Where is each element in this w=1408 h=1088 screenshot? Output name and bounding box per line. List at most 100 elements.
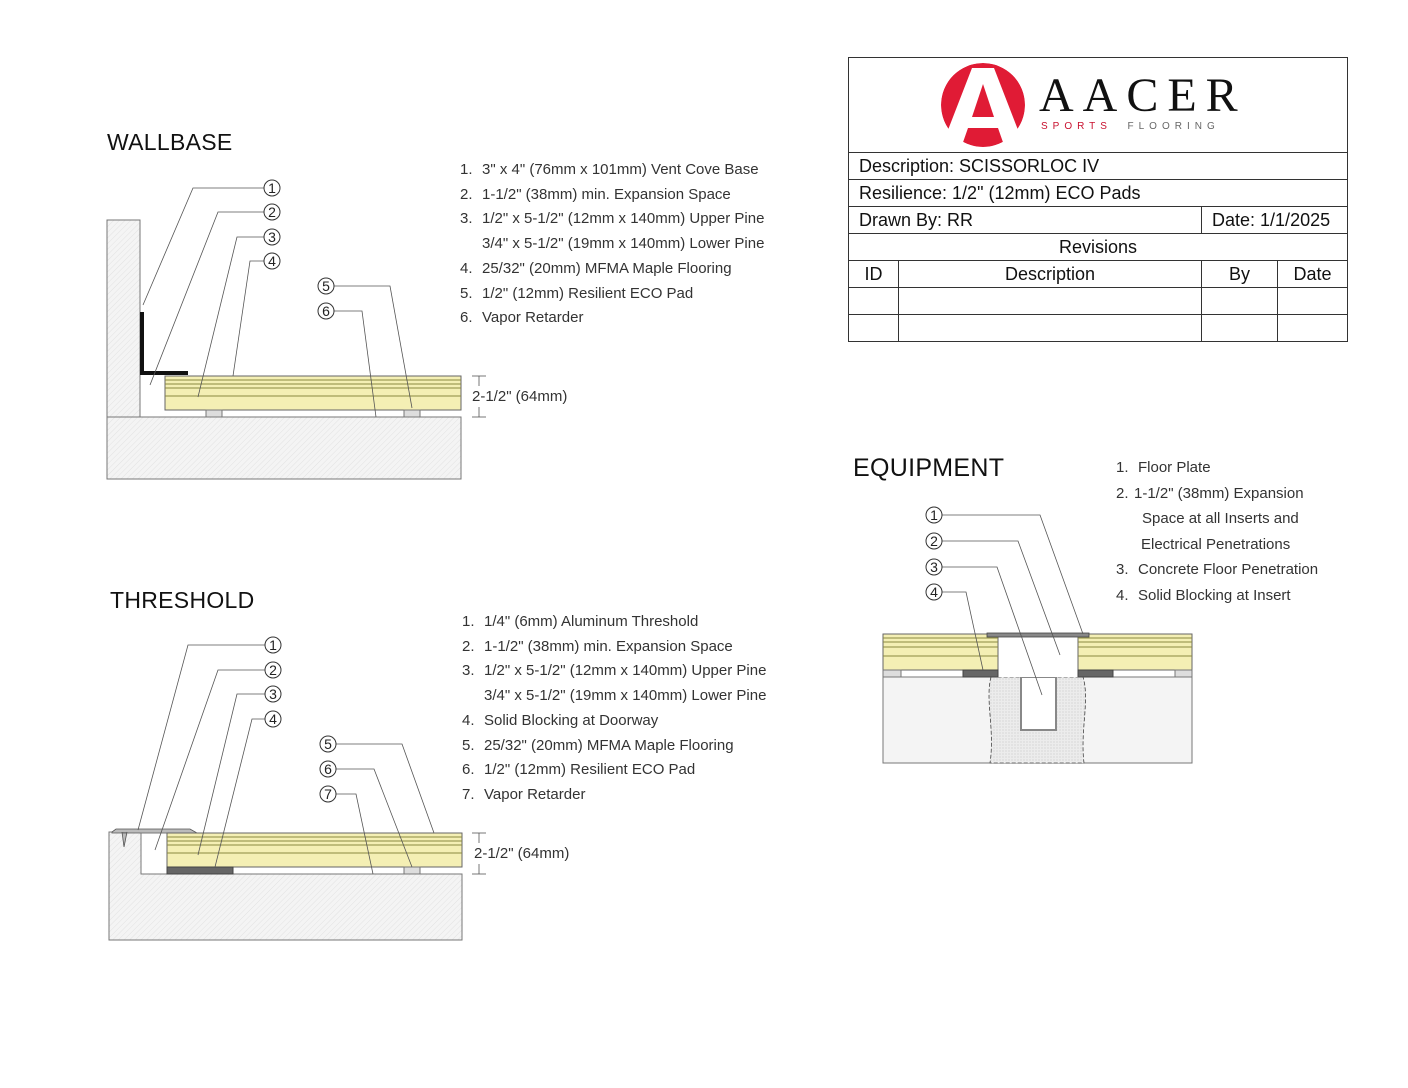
eco-pad (882, 669, 902, 678)
callout-3: 3 (263, 228, 281, 246)
logo: AACER SPORTS FLOORING (848, 57, 1348, 153)
threshold-detail: 1 2 3 4 5 6 7 (108, 636, 486, 941)
equipment-legend: 1.Floor Plate 2.1-1/2" (38mm) Expansion … (1116, 455, 1318, 609)
solid-blocking (1077, 669, 1114, 678)
legend-item: 3/4" x 5-1/2" (19mm x 140mm) Lower Pine (484, 687, 767, 705)
threshold-title: THRESHOLD (110, 587, 255, 613)
expansion-space (998, 636, 1078, 677)
threshold-callouts: 1 2 3 4 5 6 7 (264, 636, 337, 803)
brand-tagline: SPORTS FLOORING (1041, 121, 1220, 132)
dimension-mark (472, 375, 486, 418)
eco-pad (205, 409, 223, 418)
callout-1: 1 (264, 636, 282, 654)
svg-text:3: 3 (268, 229, 276, 245)
maple-flooring-left (882, 633, 999, 671)
svg-text:7: 7 (324, 786, 332, 802)
wallbase-legend: 1.3" x 4" (76mm x 101mm) Vent Cove Base … (460, 158, 764, 331)
callout-6: 6 (317, 302, 335, 320)
revisions-header: Revisions (848, 233, 1348, 261)
callout-4: 4 (925, 583, 943, 601)
svg-text:2: 2 (269, 662, 277, 678)
legend-item: 4.Solid Blocking at Doorway (462, 711, 659, 729)
svg-text:4: 4 (269, 711, 277, 727)
maple-flooring-right (1077, 633, 1193, 671)
callout-2: 2 (263, 203, 281, 221)
callout-7: 7 (319, 785, 337, 803)
legend-item: 6.Vapor Retarder (460, 309, 584, 327)
callout-5: 5 (317, 277, 335, 295)
svg-text:5: 5 (324, 736, 332, 752)
floor-plate (986, 632, 1090, 638)
svg-text:4: 4 (268, 253, 276, 269)
column-id: ID (848, 260, 899, 288)
threshold-legend: 1.1/4" (6mm) Aluminum Threshold 2.1-1/2"… (462, 610, 766, 808)
svg-text:2: 2 (930, 533, 938, 549)
equipment-title: EQUIPMENT (853, 454, 1005, 482)
callout-6: 6 (319, 760, 337, 778)
drawn-by-field: Drawn By: RR (847, 206, 1203, 234)
svg-text:6: 6 (324, 761, 332, 777)
threshold-dimension: 2-1/2" (64mm) (474, 845, 570, 862)
legend-item: Space at all Inserts and (1142, 510, 1299, 528)
wallbase-callouts: 1 2 3 4 5 6 (263, 179, 335, 320)
wall (106, 219, 141, 418)
legend-item: 6.1/2" (12mm) Resilient ECO Pad (462, 761, 696, 779)
equipment-callouts: 1 2 3 4 (925, 506, 943, 601)
svg-text:3: 3 (930, 559, 938, 575)
legend-item: 1.1/4" (6mm) Aluminum Threshold (462, 613, 699, 630)
description-field: Description: SCISSORLOC IV (848, 152, 1348, 180)
svg-text:6: 6 (322, 303, 330, 319)
legend-item: 4.25/32" (20mm) MFMA Maple Flooring (460, 259, 732, 277)
legend-item: 4.Solid Blocking at Insert (1116, 586, 1291, 604)
solid-blocking (962, 669, 999, 678)
eco-pad (403, 409, 421, 418)
expansion-space (140, 832, 168, 875)
callout-4: 4 (263, 252, 281, 270)
revision-row (848, 287, 1349, 315)
column-by: By (1201, 260, 1278, 288)
legend-item: 3/4" x 5-1/2" (19mm x 140mm) Lower Pine (482, 235, 765, 253)
aacer-a-logo-icon (939, 62, 1027, 148)
svg-text:4: 4 (930, 584, 938, 600)
callout-3: 3 (264, 685, 282, 703)
revision-row (848, 314, 1349, 342)
legend-item: 3.1/2" x 5-1/2" (12mm x 140mm) Upper Pin… (460, 210, 765, 228)
callout-1: 1 (263, 179, 281, 197)
concrete-slab (106, 416, 462, 480)
legend-item: 2.1-1/2" (38mm) Expansion (1116, 484, 1304, 502)
equipment-detail: 1 2 3 4 (882, 506, 1193, 764)
maple-flooring-assembly (164, 375, 462, 411)
legend-item: 7.Vapor Retarder (462, 785, 586, 803)
svg-text:2: 2 (268, 204, 276, 220)
legend-item: 2.1-1/2" (38mm) min. Expansion Space (462, 637, 733, 655)
legend-item: 1.Floor Plate (1116, 459, 1211, 476)
legend-item: 3.1/2" x 5-1/2" (12mm x 140mm) Upper Pin… (462, 662, 767, 680)
wallbase-detail: 1 2 3 4 5 6 (106, 179, 486, 480)
legend-item: 3.Concrete Floor Penetration (1116, 561, 1319, 579)
wallbase-dimension: 2-1/2" (64mm) (472, 388, 568, 405)
leader-lines (142, 187, 413, 418)
column-date: Date (1276, 260, 1349, 288)
legend-item: 2.1-1/2" (38mm) min. Expansion Space (460, 185, 731, 203)
title-block: AACER SPORTS FLOORING Description: SCISS… (847, 57, 1349, 342)
callout-1: 1 (925, 506, 943, 524)
legend-item: 1.3" x 4" (76mm x 101mm) Vent Cove Base (460, 161, 759, 178)
eco-pad (403, 866, 421, 875)
callout-2: 2 (264, 661, 282, 679)
callout-3: 3 (925, 558, 943, 576)
svg-text:1: 1 (930, 507, 938, 523)
date-field: Date: 1/1/2025 (1201, 206, 1348, 234)
column-description: Description (897, 260, 1203, 288)
legend-item: 5.25/32" (20mm) MFMA Maple Flooring (462, 736, 734, 754)
brand-name: AACER (1039, 69, 1247, 122)
svg-text:3: 3 (269, 686, 277, 702)
legend-item: 5.1/2" (12mm) Resilient ECO Pad (460, 284, 694, 302)
svg-text:1: 1 (269, 637, 277, 653)
callout-2: 2 (925, 532, 943, 550)
legend-item: Electrical Penetrations (1141, 535, 1291, 553)
callout-5: 5 (319, 735, 337, 753)
maple-flooring-assembly (166, 832, 463, 868)
solid-blocking (166, 866, 234, 875)
svg-text:5: 5 (322, 278, 330, 294)
